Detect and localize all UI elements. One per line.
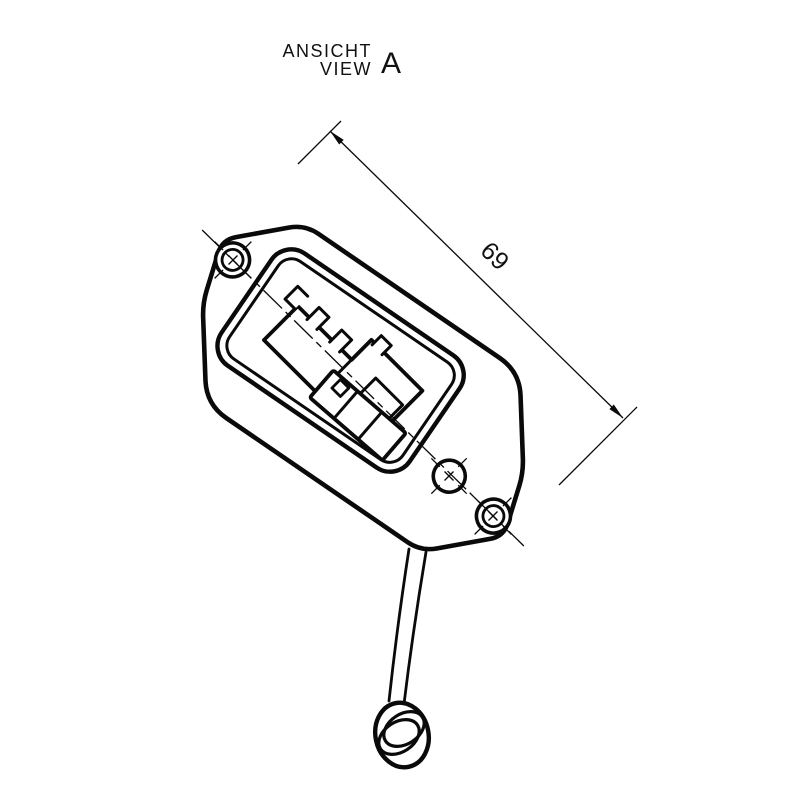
connector-housing [262,284,425,462]
screw-hole-right-tick [474,497,484,507]
connector-latch-hook [283,284,310,311]
view-title-line1: ANSICHT [282,41,372,61]
dimension-arrow-bottom [609,404,623,418]
center-hole-tick [430,457,441,468]
screw-hole-left-tick [242,241,252,251]
view-title: ANSICHT VIEW A [282,41,401,80]
screw-hole-right-tick [502,525,512,535]
ring-terminal-hole-rim [382,710,426,748]
screw-hole-left-tick [242,269,252,279]
terminal-block-divider-1 [332,389,360,420]
terminal-block [308,369,408,462]
terminal-block-divider-2 [356,410,384,441]
center-hole-tick [430,484,441,495]
screw-hole-left-tick [214,241,224,251]
connector-tab-1 [305,305,331,331]
center-hole-tick [457,484,468,495]
dimension-arrow-top [330,131,344,145]
cable-line-left [387,547,411,703]
housing-slot-inner [225,257,456,464]
center-hole-x-mark [444,471,454,481]
ring-terminal-outer [373,700,431,770]
ring-terminal-hole [377,718,421,756]
view-title-line2: VIEW [320,59,372,79]
connector-tab-2 [328,328,354,354]
ring-terminal [373,700,431,770]
hole-center-marks [214,241,512,535]
screw-hole-left-x-mark [228,255,238,265]
housing-slot-outer [215,247,466,474]
screw-hole-left-inner [220,248,245,272]
center-hole-tick [457,457,468,468]
extension-line-top [297,120,342,165]
cable-line-right [402,550,428,706]
screw-hole-right-tick [474,525,484,535]
dimension-value: 69 [475,237,514,276]
screw-hole-right-tick [502,497,512,507]
screw-hole-right-inner [481,504,506,528]
screw-hole-left-tick [214,269,224,279]
dimension-line [329,130,624,419]
terminal-block-body [308,369,408,462]
extension-line-bottom [558,406,638,486]
part-bracket [200,224,526,552]
connector-key-notch [330,378,351,398]
view-letter: A [381,47,401,80]
connector-tab-3 [370,334,393,357]
cable [387,547,428,706]
screw-hole-right-x-mark [488,511,498,521]
centerline [201,229,525,547]
